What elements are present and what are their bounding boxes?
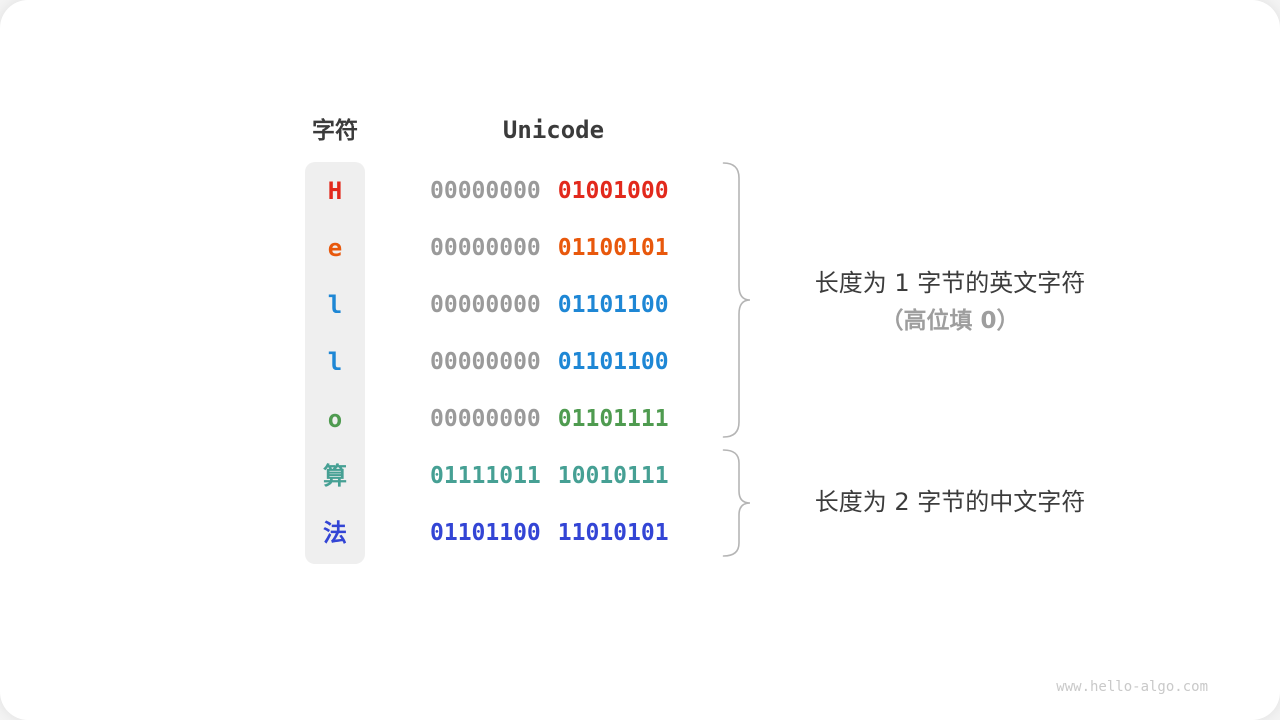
unicode-byte-1: 00000000 bbox=[430, 235, 541, 261]
unicode-bits-row: 00000000 01101100 bbox=[430, 346, 730, 378]
unicode-byte-1: 01101100 bbox=[430, 520, 541, 546]
unicode-byte-2: 01101111 bbox=[557, 406, 669, 432]
unicode-byte-2: 11010101 bbox=[557, 520, 669, 546]
char-cell: l bbox=[327, 348, 343, 376]
unicode-bits-row: 00000000 01001000 bbox=[430, 175, 730, 207]
unicode-bits-row: 00000000 01101100 bbox=[430, 289, 730, 321]
brace-english-group bbox=[722, 162, 751, 438]
unicode-byte-1: 00000000 bbox=[430, 292, 541, 318]
unicode-byte-1: 01111011 bbox=[430, 463, 541, 489]
annotation-english-line2: （高位填 0） bbox=[880, 308, 1020, 334]
char-cell: 法 bbox=[323, 519, 347, 547]
unicode-byte-2: 01101100 bbox=[557, 349, 669, 375]
unicode-bits-row: 01101100 11010101 bbox=[430, 517, 730, 549]
unicode-bits-row: 00000000 01100101 bbox=[430, 232, 730, 264]
char-cell: e bbox=[327, 234, 343, 262]
unicode-byte-2: 10010111 bbox=[557, 463, 669, 489]
char-cell: H bbox=[327, 177, 343, 205]
unicode-byte-2: 01001000 bbox=[557, 178, 669, 204]
char-column-header: 字符 bbox=[312, 118, 358, 144]
unicode-bits-row: 01111011 10010111 bbox=[430, 460, 730, 492]
annotation-chinese-line1: 长度为 2 字节的中文字符 bbox=[814, 488, 1086, 516]
unicode-column-header: Unicode bbox=[502, 116, 605, 144]
unicode-byte-1: 00000000 bbox=[430, 406, 541, 432]
unicode-bits-row: 00000000 01101111 bbox=[430, 403, 730, 435]
unicode-byte-1: 00000000 bbox=[430, 178, 541, 204]
char-column-background bbox=[305, 162, 365, 564]
annotation-english-line1: 长度为 1 字节的英文字符 bbox=[814, 269, 1086, 297]
brace-chinese-group bbox=[722, 449, 751, 557]
char-cell: l bbox=[327, 291, 343, 319]
char-cell: o bbox=[327, 405, 343, 433]
char-cell: 算 bbox=[323, 462, 347, 490]
unicode-byte-1: 00000000 bbox=[430, 349, 541, 375]
unicode-byte-2: 01100101 bbox=[557, 235, 669, 261]
watermark: www.hello-algo.com bbox=[1056, 679, 1208, 695]
unicode-byte-2: 01101100 bbox=[557, 292, 669, 318]
